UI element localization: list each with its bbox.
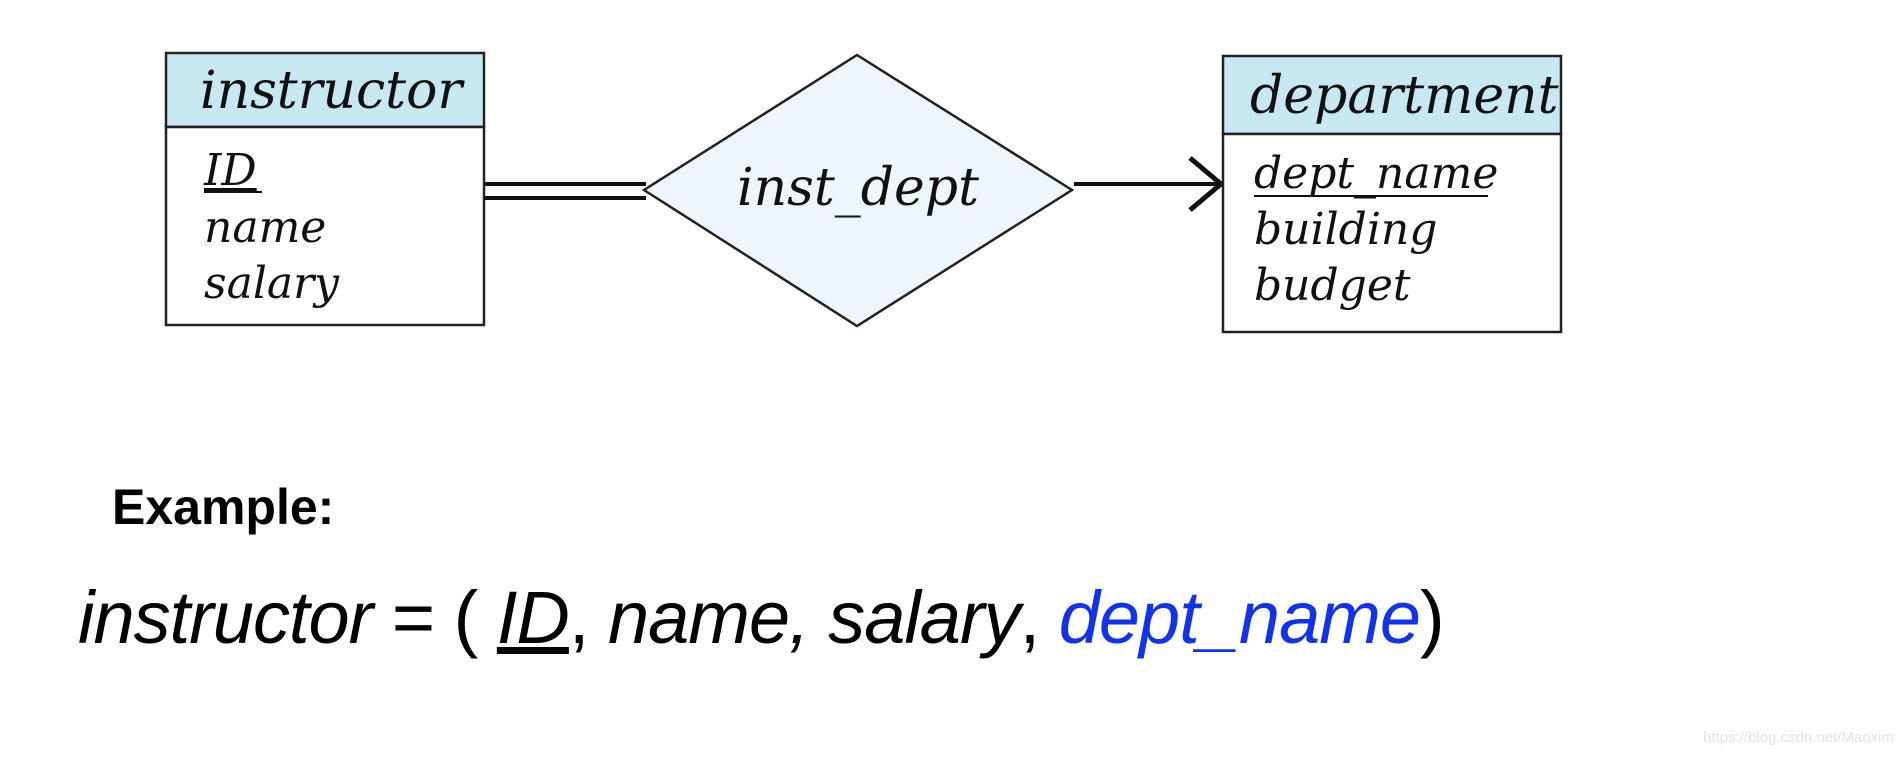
arrow-head xyxy=(1188,156,1225,212)
connector-arrow xyxy=(1074,156,1225,212)
instructor-attr-id: ID xyxy=(203,145,257,196)
instructor-attr-name: name xyxy=(204,202,326,253)
example-label: Example: xyxy=(112,479,335,535)
relation-schema-formula: instructor = ( ID, name, salary, dept_na… xyxy=(78,575,1445,660)
instructor-header-box xyxy=(164,51,486,129)
relationship-diamond xyxy=(641,53,1075,328)
formula-close: ) xyxy=(1420,576,1445,659)
formula-equals: = ( xyxy=(372,576,497,659)
formula-relation: instructor xyxy=(78,576,373,659)
entity-instructor: instructor ID name salary xyxy=(164,51,486,327)
formula-separator-2: , xyxy=(1019,576,1059,659)
department-attr-budget: budget xyxy=(1254,260,1411,311)
formula-separator-1: , xyxy=(568,576,608,659)
watermark: https://blog.csdn.net/Maoxim xyxy=(1703,729,1894,746)
instructor-title: instructor xyxy=(200,61,465,121)
formula-attrs: name, salary xyxy=(607,576,1021,659)
department-body-box xyxy=(1221,132,1563,334)
department-title: department xyxy=(1250,66,1559,126)
department-attr-building: building xyxy=(1254,204,1437,255)
department-header-box xyxy=(1221,54,1563,136)
relationship-label: inst_dept xyxy=(737,158,979,218)
connector-double-line xyxy=(484,182,646,200)
instructor-body-box xyxy=(164,125,486,327)
formula-key-id: ID xyxy=(496,576,570,659)
instructor-attr-salary: salary xyxy=(204,258,340,309)
entity-department: department dept_name building budget xyxy=(1221,54,1563,334)
relationship-inst-dept: inst_dept xyxy=(641,53,1075,328)
formula-foreign-key: dept_name xyxy=(1058,576,1421,659)
department-attr-dept-name: dept_name xyxy=(1254,148,1498,199)
